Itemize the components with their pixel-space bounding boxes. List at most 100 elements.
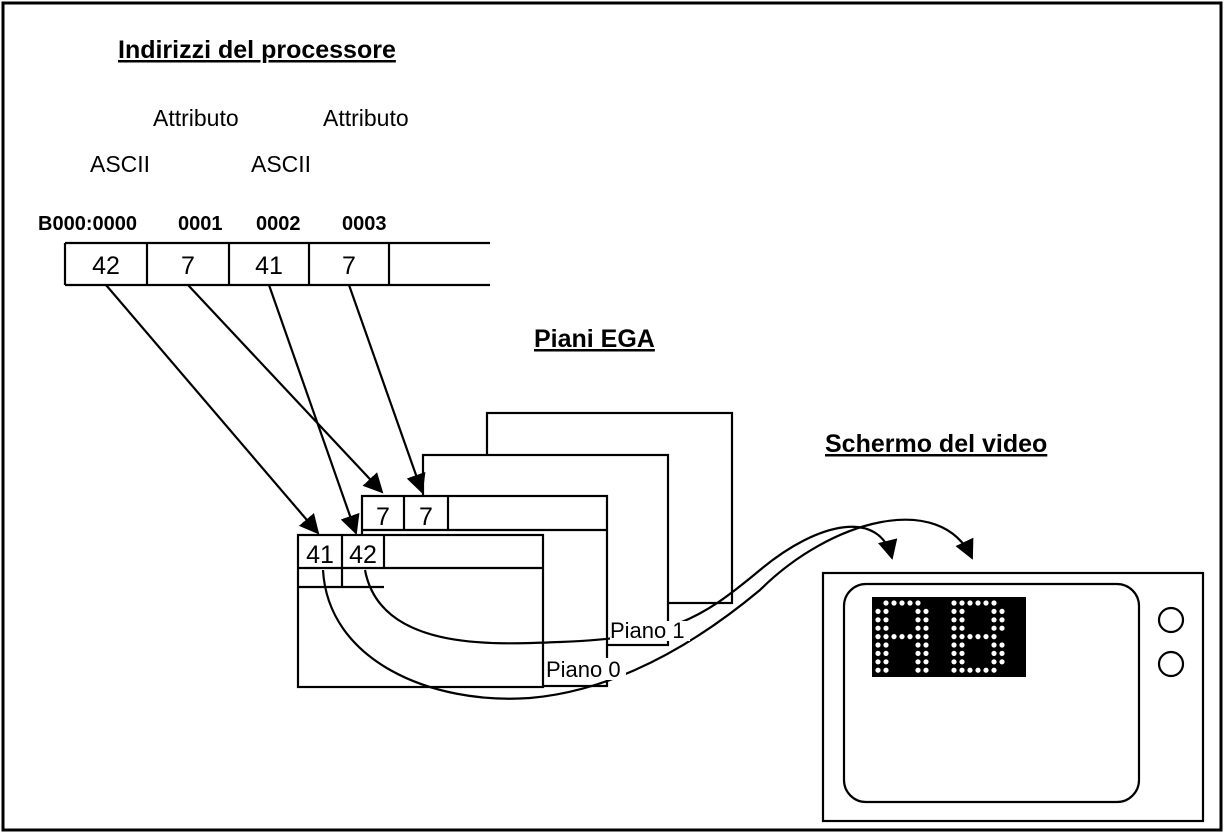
screen-dot (983, 600, 988, 605)
screen-dot (991, 609, 996, 614)
screen-dot (883, 659, 888, 664)
monitor-knob-1 (1159, 608, 1183, 632)
screen-dot (923, 609, 928, 614)
screen-dot (999, 609, 1004, 614)
ascii-label-1: ASCII (90, 151, 150, 177)
screen-dot (875, 634, 880, 639)
screen-dot (991, 642, 996, 647)
arrow-7b-to-plane1 (349, 285, 422, 492)
screen-dot (883, 626, 888, 631)
screen-dot (991, 626, 996, 631)
ascii-label-2: ASCII (251, 151, 311, 177)
screen-dot (999, 626, 1004, 631)
screen-dot (875, 642, 880, 647)
screen-dot (983, 668, 988, 673)
screen-dot (923, 659, 928, 664)
address-0003: 0003 (342, 213, 387, 235)
screen-dot (967, 668, 972, 673)
screen-dot (967, 600, 972, 605)
monitor-knob-2 (1159, 652, 1183, 676)
screen-dot (883, 668, 888, 673)
screen-dot (999, 642, 1004, 647)
screen-dot (959, 600, 964, 605)
screen-dot (883, 609, 888, 614)
memory-cell-2: 41 (255, 252, 283, 280)
screen-dot (875, 668, 880, 673)
screen-dot (883, 600, 888, 605)
memory-cell-1: 7 (181, 252, 195, 280)
screen-dot (991, 634, 996, 639)
screen-dot (915, 651, 920, 656)
screen-dot (883, 651, 888, 656)
screen-dot (951, 651, 956, 656)
screen-dot (915, 600, 920, 605)
screen-dot (907, 600, 912, 605)
screen-dot (991, 668, 996, 673)
screen-dot (883, 642, 888, 647)
screen-dot (891, 600, 896, 605)
address-0002: 0002 (256, 213, 301, 235)
video-screen-title: Schermo del video (825, 430, 1047, 458)
screen-dot (951, 642, 956, 647)
screen-dot (951, 659, 956, 664)
attribute-label-1: Attributo (153, 105, 239, 131)
screen-dot (959, 651, 964, 656)
screen-dot (991, 651, 996, 656)
screen-dot (891, 634, 896, 639)
screen-dot (975, 668, 980, 673)
screen-dot (951, 600, 956, 605)
screen-dot (975, 600, 980, 605)
screen-dot (959, 668, 964, 673)
screen-dot (915, 626, 920, 631)
screen-dot (999, 651, 1004, 656)
memory-strip: 42 7 41 7 (65, 243, 490, 285)
memory-cell-0: 42 (92, 252, 120, 280)
arrow-42-to-plane0 (106, 285, 318, 533)
plane0-label: Piano 0 (546, 657, 621, 682)
screen-dot (975, 634, 980, 639)
plane1-cell-1: 7 (419, 503, 433, 531)
screen-dot (991, 659, 996, 664)
screen-dot (999, 617, 1004, 622)
screen-dot (991, 617, 996, 622)
screen-dot (875, 651, 880, 656)
ega-planes-title: Piani EGA (534, 325, 655, 353)
video-monitor (823, 573, 1203, 821)
screen-dot (959, 609, 964, 614)
arrow-7-to-plane1 (188, 285, 382, 492)
screen-dot (951, 668, 956, 673)
screen-dot (899, 634, 904, 639)
memory-cell-3: 7 (342, 252, 356, 280)
screen-dot (983, 634, 988, 639)
screen-dot (959, 659, 964, 664)
screen-dot (951, 626, 956, 631)
screen-dot (959, 626, 964, 631)
screen-dot (915, 609, 920, 614)
screen-dot (883, 634, 888, 639)
screen-dot (875, 617, 880, 622)
screen-dot (923, 634, 928, 639)
screen-dot (915, 617, 920, 622)
screen-dot (875, 609, 880, 614)
screen-dot (915, 642, 920, 647)
screen-dot (907, 634, 912, 639)
screen-dot (899, 600, 904, 605)
screen-dot (883, 617, 888, 622)
screen-dot (915, 659, 920, 664)
address-0000: B000:0000 (38, 213, 137, 235)
screen-dot (959, 642, 964, 647)
screen-dot (959, 634, 964, 639)
screen-dot (999, 659, 1004, 664)
plane1-cell-0: 7 (376, 503, 390, 531)
attribute-label-2: Attributo (323, 105, 409, 131)
arrow-41-to-plane0 (269, 285, 356, 533)
plane0-cell-0: 41 (306, 541, 334, 569)
screen-dot (951, 617, 956, 622)
address-0001: 0001 (178, 213, 223, 235)
screen-dot (923, 626, 928, 631)
screen-dot (923, 651, 928, 656)
screen-dot (923, 668, 928, 673)
ega-plane-0: 41 42 (298, 535, 543, 687)
